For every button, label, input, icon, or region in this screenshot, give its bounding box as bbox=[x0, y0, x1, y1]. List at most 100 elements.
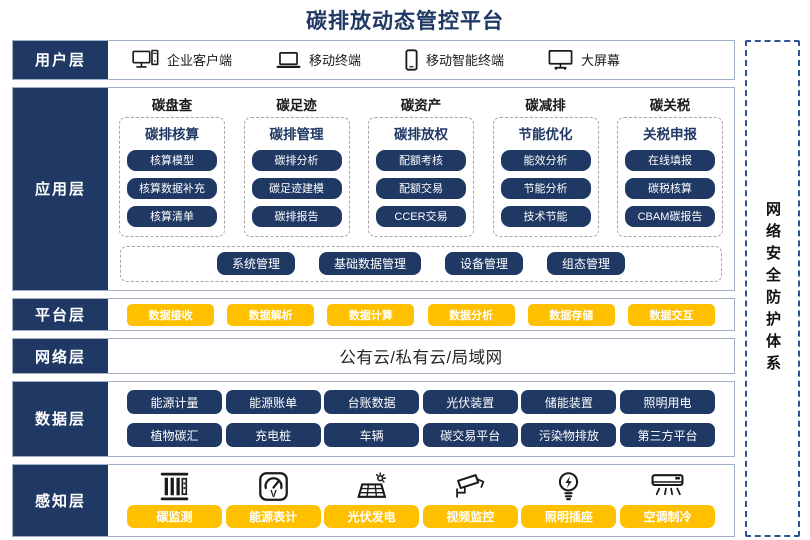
carbon-monitoring-icon bbox=[159, 468, 190, 505]
app-column-carbon-tariff: 碳关税 关税申报 在线填报 碳税核算 CBAM碳报告 bbox=[617, 94, 723, 237]
perception-item: 光伏发电 bbox=[324, 468, 420, 529]
app-group-title: 碳排放权 bbox=[394, 126, 448, 142]
platform-button: 数据计算 bbox=[327, 303, 415, 326]
app-column-carbon-footprint: 碳足迹 碳排管理 碳排分析 碳足迹建模 碳排报告 bbox=[243, 94, 350, 237]
user-item: 移动终端 bbox=[276, 50, 361, 69]
network-layer: 网络层 公有云/私有云/局域网 bbox=[12, 338, 735, 375]
platform-button: 数据交互 bbox=[627, 303, 715, 326]
perception-button: 视频监控 bbox=[422, 505, 518, 529]
app-group-title: 碳排核算 bbox=[145, 126, 199, 142]
app-category-title: 碳盘查 bbox=[151, 97, 193, 113]
perception-item: 照明插座 bbox=[521, 468, 617, 529]
app-module-button: 节能分析 bbox=[500, 177, 591, 199]
app-column-carbon-reduction: 碳减排 节能优化 能效分析 节能分析 技术节能 bbox=[492, 94, 599, 237]
svg-text:V: V bbox=[270, 488, 277, 499]
large-screen-icon bbox=[548, 49, 573, 71]
perception-item: 视频监控 bbox=[422, 468, 518, 529]
data-source-button: 光伏装置 bbox=[422, 390, 518, 415]
app-category-title: 碳关税 bbox=[649, 97, 691, 113]
user-layer: 用户层 企业客户端 bbox=[12, 40, 735, 80]
app-group-title: 碳排管理 bbox=[269, 126, 324, 142]
app-module-button: 核算模型 bbox=[127, 149, 217, 171]
data-source-button: 能源计量 bbox=[127, 390, 222, 415]
common-module-button: 系统管理 bbox=[216, 252, 295, 276]
platform-button: 数据分析 bbox=[427, 303, 515, 326]
application-layer-label: 应用层 bbox=[13, 87, 108, 290]
data-source-button: 储能装置 bbox=[521, 390, 617, 415]
platform-button: 数据接收 bbox=[127, 303, 215, 326]
diagram-layout: 用户层 企业客户端 bbox=[12, 40, 800, 538]
common-module-button: 基础数据管理 bbox=[318, 252, 421, 276]
app-module-button: 碳足迹建模 bbox=[251, 177, 342, 199]
cctv-camera-icon bbox=[454, 468, 487, 505]
data-source-button: 污染物排放 bbox=[521, 423, 617, 448]
app-module-button: 碳排报告 bbox=[251, 205, 342, 227]
common-module-button: 组态管理 bbox=[547, 252, 626, 276]
data-layer: 数据层 能源计量 能源账单 台账数据 光伏装置 储能装置 照明用电 植物碳汇 充… bbox=[12, 381, 735, 457]
app-module-button: 配额考核 bbox=[376, 149, 466, 171]
perception-button: 光伏发电 bbox=[324, 505, 420, 529]
user-item-label: 企业客户端 bbox=[167, 53, 233, 69]
page-title: 碳排放动态管控平台 bbox=[306, 10, 504, 33]
energy-meter-icon: V bbox=[258, 468, 289, 505]
app-module-button: 碳排分析 bbox=[251, 149, 342, 171]
app-group-box: 碳排管理 碳排分析 碳足迹建模 碳排报告 bbox=[243, 116, 350, 237]
app-module-button: 在线填报 bbox=[625, 149, 715, 171]
application-layer-content: 碳盘查 碳排核算 核算模型 核算数据补充 核算清单 碳足迹 碳排管理 bbox=[108, 88, 734, 290]
user-item-label: 大屏幕 bbox=[581, 53, 621, 69]
app-group-title: 关税申报 bbox=[643, 126, 697, 142]
data-layer-content: 能源计量 能源账单 台账数据 光伏装置 储能装置 照明用电 植物碳汇 充电桩 车… bbox=[108, 382, 734, 455]
app-category-title: 碳足迹 bbox=[276, 97, 317, 113]
user-item: 企业客户端 bbox=[132, 49, 232, 70]
desktop-computer-icon bbox=[132, 49, 159, 70]
app-category-title: 碳资产 bbox=[400, 97, 442, 113]
data-source-button: 能源账单 bbox=[225, 390, 321, 415]
layer-stack: 用户层 企业客户端 bbox=[12, 40, 735, 538]
perception-layer: 感知层 bbox=[12, 463, 735, 538]
data-source-button: 照明用电 bbox=[619, 390, 715, 415]
app-category-title: 碳减排 bbox=[525, 97, 566, 113]
user-item: 移动智能终端 bbox=[405, 49, 504, 71]
perception-button: 能源表计 bbox=[225, 505, 321, 529]
common-module-button: 设备管理 bbox=[445, 252, 524, 276]
app-module-button: 核算清单 bbox=[127, 205, 217, 227]
platform-button: 数据存储 bbox=[527, 303, 615, 326]
perception-button: 空调制冷 bbox=[619, 505, 715, 529]
perception-layer-content: 碳监测 V 能源表计 bbox=[108, 465, 734, 536]
network-layer-text: 公有云/私有云/局域网 bbox=[339, 349, 503, 368]
data-source-button: 碳交易平台 bbox=[422, 423, 518, 448]
user-layer-content: 企业客户端 移动终端 bbox=[108, 41, 734, 79]
common-modules-box: 系统管理 基础数据管理 设备管理 组态管理 bbox=[120, 245, 722, 282]
app-module-button: 技术节能 bbox=[500, 205, 591, 227]
data-layer-label: 数据层 bbox=[13, 382, 108, 456]
perception-button: 碳监测 bbox=[127, 505, 222, 529]
user-item-label: 移动终端 bbox=[309, 53, 362, 69]
network-layer-label: 网络层 bbox=[13, 339, 108, 374]
data-source-button: 充电桩 bbox=[225, 423, 321, 448]
perception-item: 空调制冷 bbox=[619, 468, 715, 529]
security-sidebar: 网络安全防护体系 bbox=[745, 40, 800, 537]
data-source-button: 台账数据 bbox=[324, 390, 420, 415]
app-module-button: 碳税核算 bbox=[625, 177, 715, 199]
application-columns: 碳盘查 碳排核算 核算模型 核算数据补充 核算清单 碳足迹 碳排管理 bbox=[119, 94, 723, 237]
lightbulb-icon bbox=[557, 468, 580, 505]
data-source-button: 车辆 bbox=[324, 423, 420, 448]
app-group-box: 碳排放权 配额考核 配额交易 CCER交易 bbox=[368, 116, 474, 237]
app-module-button: 配额交易 bbox=[376, 177, 466, 199]
app-group-title: 节能优化 bbox=[518, 126, 573, 142]
data-source-button: 第三方平台 bbox=[619, 423, 715, 448]
data-source-button: 植物碳汇 bbox=[127, 423, 222, 448]
user-layer-label: 用户层 bbox=[13, 41, 108, 79]
user-item-label: 移动智能终端 bbox=[426, 53, 505, 69]
app-column-carbon-inventory: 碳盘查 碳排核算 核算模型 核算数据补充 核算清单 bbox=[119, 94, 225, 237]
app-column-carbon-asset: 碳资产 碳排放权 配额考核 配额交易 CCER交易 bbox=[368, 94, 474, 237]
app-group-box: 关税申报 在线填报 碳税核算 CBAM碳报告 bbox=[617, 116, 723, 237]
app-module-button: CCER交易 bbox=[376, 205, 466, 227]
perception-item: 碳监测 bbox=[127, 468, 222, 529]
laptop-icon bbox=[276, 51, 301, 69]
app-group-box: 碳排核算 核算模型 核算数据补充 核算清单 bbox=[119, 116, 225, 237]
security-sidebar-label: 网络安全防护体系 bbox=[764, 200, 781, 377]
app-module-button: 能效分析 bbox=[500, 149, 591, 171]
app-module-button: CBAM碳报告 bbox=[625, 205, 715, 227]
